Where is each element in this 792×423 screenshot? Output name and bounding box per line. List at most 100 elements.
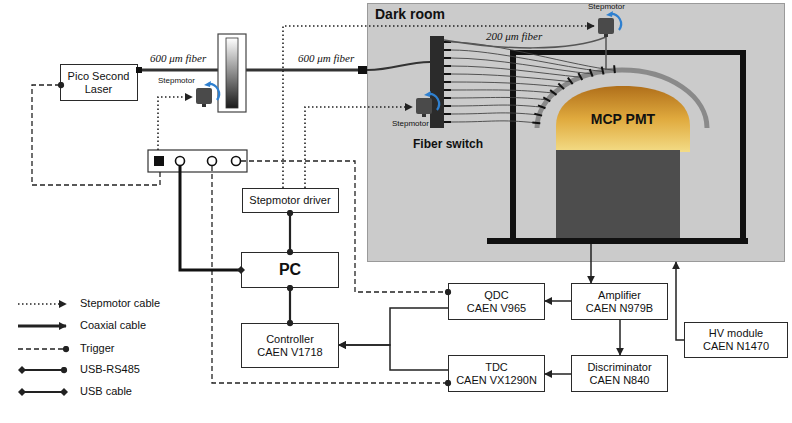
stepmotor-icon [598,11,621,37]
node-title: TDC [485,361,508,374]
fiber-bundle [532,122,540,125]
fiber-bundle [558,83,564,89]
fiber-switch-ports [444,121,451,123]
fiber-600um [367,62,430,70]
pmt-stand [510,50,516,244]
fiber-bundle [602,67,604,75]
signal-connector [339,308,448,345]
pc-box: PC [241,252,339,288]
legend-text: Stepmotor cable [80,297,160,310]
fiber-switch-ports [444,81,451,83]
fiber-switch-ports [444,65,451,67]
fiber-200um [605,37,607,70]
fiber-bundle [538,105,545,108]
attenuator [226,38,238,108]
fiber-bundle [451,90,554,93]
fiber-600um [246,69,358,72]
amplifier-box: AmplifierCAEN N979B [571,283,668,320]
stepmotor-driver-box: Stepmotor driver [242,188,339,213]
trigger-unit [208,157,217,166]
signal-connector [619,320,621,355]
fiber-switch-ports [444,73,451,75]
fiber-bundle [451,74,571,82]
fiber-bundle [613,65,616,73]
fiber-600um [142,69,218,72]
node-title: Discriminator [587,361,651,374]
fiber-switch-comb [430,36,444,128]
coaxial-cable [180,166,241,270]
node-title: Pico Second Laser [67,70,130,96]
fiber-bundle [451,97,548,99]
stepmotor-icon [598,11,621,37]
fiber-bundle [451,113,539,115]
fiber-bundle [451,58,592,74]
node-title: Stepmotor driver [249,194,330,207]
fiber-label: 600 μm fiber [150,52,206,65]
mcp-pmt-dome: MCP PMT [556,86,690,152]
trigger-line [212,166,448,383]
pmt-stand [487,50,748,244]
stepmotor-icon [196,81,219,107]
node-title: Dark room [375,5,445,23]
usb-rs485-link [289,213,291,252]
fiber-switch-ports [444,89,451,91]
legend-sample [22,391,64,393]
stepmotor-label: Stepmotor [158,76,195,85]
stepmotor-cable [305,107,412,188]
fiber-bundle [451,82,562,87]
stepmotor-icon [416,91,439,117]
signal-connector [676,262,684,340]
pmt-stand [487,238,748,244]
fiber-bundle [543,97,550,101]
node-model: CAEN N1470 [703,340,769,353]
fiber-rail [537,70,707,128]
fiber-switch-ports [444,105,451,107]
trigger-unit [148,150,247,172]
fiber-bundle [590,69,593,76]
stepmotor-cable [158,97,192,150]
stepmotor-label: Stepmotor [392,119,429,128]
node-model: CAEN V965 [467,302,526,315]
legend-sample [22,369,64,371]
node-title: HV module [709,327,763,340]
node-title: PC [279,261,301,279]
legend-sample [18,325,66,328]
node-title: MCP PMT [591,111,655,127]
stepmotor-label: Stepmotor [588,2,625,11]
fiber-switch-comb [430,36,444,128]
node-title: Fiber switch [413,137,483,151]
fiber-600um [358,66,367,74]
node-model: CAEN N840 [590,374,650,387]
fiber-bundle [451,105,543,107]
legend-sample [18,304,66,392]
fiber-bundle [550,90,556,95]
node-title: Controller [266,333,314,346]
signal-connector [339,345,448,370]
stepmotor-icon [416,91,439,117]
fiber-switch-ports [444,113,451,115]
node-model: CAEN VX1290N [456,374,537,387]
trigger-line [32,85,160,185]
fiber-bundle [578,73,582,80]
fiber-bundle [568,78,573,84]
trigger-line [241,161,448,292]
usb-rs485-link [289,288,291,323]
fiber-200um [444,37,606,70]
pmt-stand [510,50,746,55]
attenuator [218,34,246,112]
attenuator [218,34,246,112]
fiber-bundle [451,50,603,71]
fiber-label: 200 μm fiber [486,30,542,43]
node-title: QDC [484,289,508,302]
pmt-stand [740,50,746,244]
node-model: CAEN V1718 [257,346,322,359]
legend-text: USB cable [80,385,132,398]
stepmotor-icon [196,81,219,107]
coaxial-cable [180,166,241,270]
laser-box: Pico Second Laser [60,64,138,101]
legend-text: USB-RS485 [80,363,140,376]
fiber-bundle [534,114,542,116]
trigger-unit [232,157,241,166]
pmt-stand [556,150,680,238]
